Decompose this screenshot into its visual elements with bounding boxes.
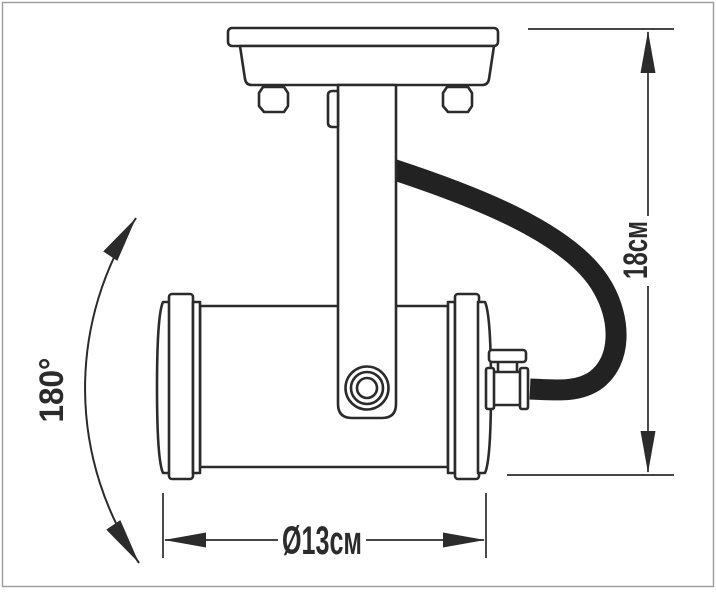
cable-gland [484, 348, 530, 411]
arm-stem [336, 83, 398, 420]
gland-cap [487, 348, 528, 364]
rear-bezel-ring [453, 292, 481, 481]
front-bezel-groove [191, 300, 202, 475]
rotation-arc [84, 217, 140, 564]
front-bezel-ring [167, 292, 195, 481]
ceiling-mount [226, 26, 500, 114]
rotation-arrow-up-icon [103, 218, 136, 261]
diameter-arrow-left-icon [164, 532, 206, 548]
arm-set-screw [326, 89, 340, 129]
front-bezel-lip [155, 300, 172, 475]
height-dimension: 18см [507, 28, 674, 476]
mount-bolt-left [257, 85, 290, 114]
diameter-label: Ø13см [282, 519, 362, 563]
height-label: 18см [617, 221, 655, 279]
mount-bolt-right [441, 85, 474, 114]
mount-plate [226, 26, 500, 48]
height-arrow-down-icon [640, 431, 656, 473]
rotation-arrow-down-icon [106, 520, 139, 563]
gland-flange-right [518, 366, 530, 411]
rotation-label: 180° [33, 358, 71, 423]
gland-flange-left [484, 366, 496, 411]
pivot-knob-inner [355, 376, 379, 400]
lamp-body [198, 304, 450, 469]
gland-body [490, 370, 524, 407]
diameter-dimension: Ø13см [162, 493, 487, 563]
height-arrow-up-icon [640, 31, 656, 73]
rotation-dimension: 180° [33, 217, 140, 564]
mount-box [238, 44, 496, 87]
lamp-head [155, 292, 493, 481]
power-cable [388, 159, 627, 401]
diameter-arrow-right-icon [443, 532, 485, 548]
mounting-arm [326, 83, 398, 420]
